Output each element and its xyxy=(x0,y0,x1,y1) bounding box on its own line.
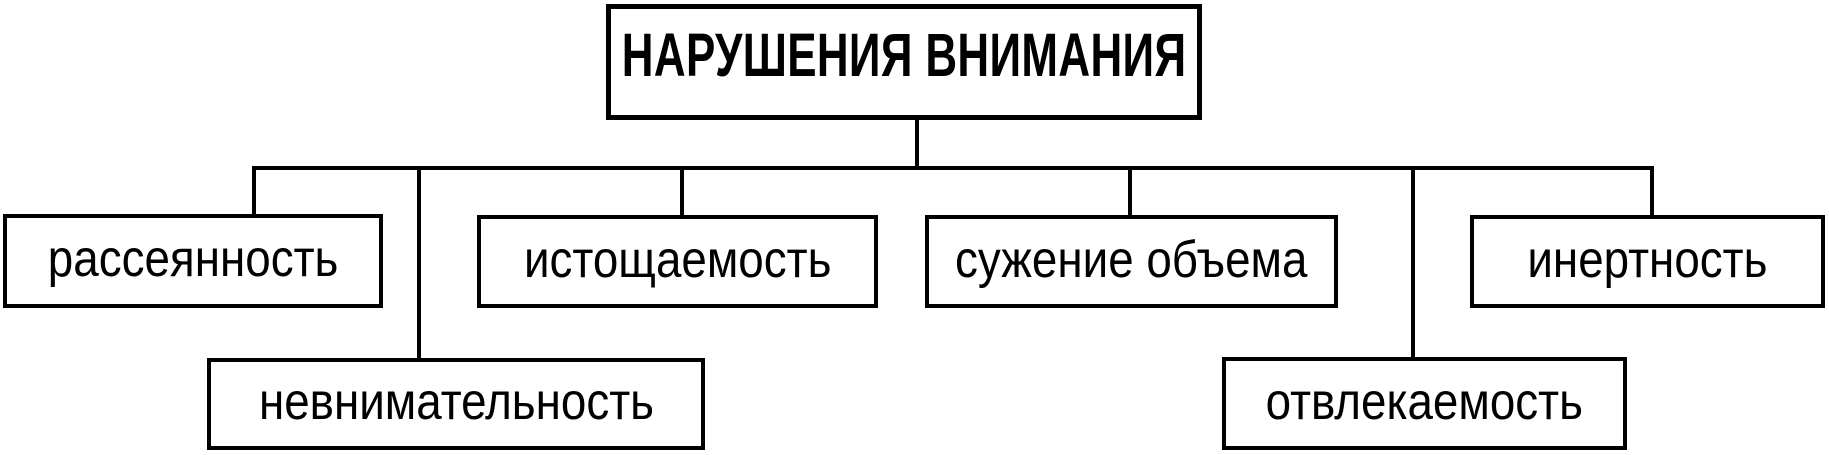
connector-drop-suzhenie-obyoma xyxy=(1128,166,1132,217)
connector-root-stub xyxy=(915,118,919,170)
connector-drop-inertnost xyxy=(1650,166,1654,217)
node-box-inertnost: инертность xyxy=(1470,215,1825,308)
connector-drop-otvlekaemost xyxy=(1411,166,1415,359)
root-node-box: НАРУШЕНИЯ ВНИМАНИЯ xyxy=(606,4,1202,120)
node-label-inertnost: инертность xyxy=(1527,230,1768,289)
connector-drop-rasseyannost xyxy=(252,166,256,216)
node-box-otvlekaemost: отвлекаемость xyxy=(1222,357,1627,450)
node-box-rasseyannost: рассеянность xyxy=(3,214,383,308)
node-label-suzhenie-obyoma: сужение объема xyxy=(955,230,1308,289)
node-label-otvlekaemost: отвлекаемость xyxy=(1265,372,1584,431)
node-box-nevnimatelnost: невнимательность xyxy=(207,358,705,450)
node-label-istoshchaemost: истощаемость xyxy=(523,230,832,289)
connector-drop-nevnimatelnost xyxy=(417,166,421,360)
root-node-label: НАРУШЕНИЯ ВНИМАНИЯ xyxy=(621,20,1187,89)
node-box-suzhenie-obyoma: сужение объема xyxy=(925,215,1338,308)
connector-branch-horizontal xyxy=(252,166,1654,170)
node-label-rasseyannost: рассеянность xyxy=(47,230,339,288)
node-box-istoshchaemost: истощаемость xyxy=(477,215,878,308)
node-label-nevnimatelnost: невнимательность xyxy=(258,373,654,431)
connector-drop-istoshchaemost xyxy=(680,166,684,217)
